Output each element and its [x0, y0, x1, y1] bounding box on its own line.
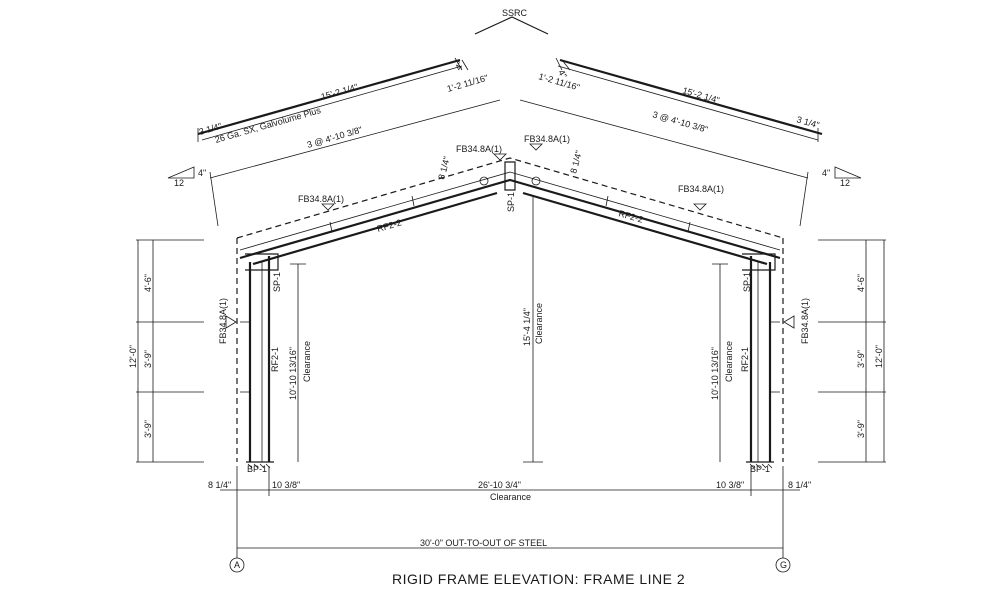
center-clear-label: Clearance: [534, 303, 544, 344]
eave-clear-right-label: Clearance: [724, 341, 734, 382]
flange-brace-column-right: FB34.8A(1): [800, 298, 810, 344]
center-clear-value: 15'-4 1/4": [522, 308, 532, 346]
flange-brace-ridge-right: FB34.8A(1): [524, 134, 570, 144]
sheet-length-right: 15'-2 1/4": [681, 85, 720, 105]
flange-brace-rafter-right: FB34.8A(1): [678, 184, 724, 194]
eave-clearance-left: 10'-10 13/16" Clearance: [288, 263, 312, 462]
eave-clear-left-value: 10'-10 13/16": [288, 347, 298, 400]
purlin-spacing-right: 3 @ 4'-10 3/8": [651, 109, 709, 134]
roof-sheeting: SSRC: [197, 8, 823, 142]
column-label-right: RF2-1: [740, 347, 750, 372]
gridline-bubble-right: [775, 557, 791, 573]
girt-mid-left: 3'-9": [143, 350, 153, 368]
slope-rise-left: 4": [198, 168, 206, 178]
rigid-frame: [236, 157, 784, 469]
flange-brace-column-left: FB34.8A(1): [218, 298, 228, 344]
base-label-right: BP-1: [750, 464, 770, 474]
girt-dimensions-left: 12'-0" 4'-6" 3'-9" 3'-9": [128, 239, 204, 463]
purlin-spacing-left: 3 @ 4'-10 3/8": [306, 125, 364, 150]
clear-span-label: Clearance: [490, 492, 531, 502]
ridge-dim-left: 1'-2 11/16": [446, 73, 489, 94]
slope-rise-right: 4": [822, 168, 830, 178]
column-label-left: RF2-1: [270, 347, 280, 372]
gridline-left-label: A: [234, 560, 240, 570]
girt-total-right: 12'-0": [874, 345, 884, 368]
clear-span-value: 26'-10 3/4": [478, 480, 521, 490]
ridge-cap-label: SSRC: [502, 8, 528, 18]
sheet-length-left: 15'-2 1/4": [320, 82, 359, 102]
eave-clear-right-value: 10'-10 13/16": [710, 347, 720, 400]
eave-clearance-right: 10'-10 13/16" Clearance: [710, 263, 734, 462]
flange-brace-ridge-left: FB34.8A(1): [456, 144, 502, 154]
girt-top-right: 4'-6": [856, 274, 866, 292]
center-clearance: 15'-4 1/4" Clearance: [522, 196, 544, 463]
depth-right: 8 1/4": [568, 150, 584, 175]
girt-bot-right: 3'-9": [856, 420, 866, 438]
gridline-right-label: G: [780, 560, 787, 570]
overall-dimension: 30'-0" OUT-TO-OUT OF STEEL: [420, 538, 547, 548]
girt-total-left: 12'-0": [128, 345, 138, 368]
depth-left: 8 1/4": [436, 156, 452, 181]
base-label-left: BP-1: [247, 464, 267, 474]
column-depth-left: 10 3/8": [272, 480, 300, 490]
eave-clear-left-label: Clearance: [302, 341, 312, 382]
slope-indicator-left: 4" 12: [167, 166, 206, 188]
flange-brace-rafter-left: FB34.8A(1): [298, 194, 344, 204]
grid-bubbles: A G: [229, 557, 791, 573]
slope-indicator-right: 4" 12: [822, 166, 862, 188]
bottom-dimensions: 8 1/4" 10 3/8" 26'-10 3/4" Clearance 10 …: [208, 466, 811, 558]
splice-label-right: SP-1: [742, 272, 752, 292]
base-offset-right: 8 1/4": [788, 480, 811, 490]
girt-dimensions-right: 4'-6" 3'-9" 3'-9" 12'-0": [818, 239, 886, 463]
slope-run-left: 12: [174, 178, 184, 188]
slope-run-right: 12: [840, 178, 850, 188]
base-offset-left: 8 1/4": [208, 480, 231, 490]
girt-top-left: 4'-6": [143, 274, 153, 292]
splice-label-ridge: SP-1: [506, 192, 516, 212]
drawing-title: RIGID FRAME ELEVATION: FRAME LINE 2: [392, 571, 685, 587]
splice-label-left: SP-1: [272, 272, 282, 292]
girt-bot-left: 3'-9": [143, 420, 153, 438]
girt-mid-right: 3'-9": [856, 350, 866, 368]
column-depth-right: 10 3/8": [716, 480, 744, 490]
rafter-label-left: RF2-2: [376, 217, 403, 234]
gridline-bubble-left: [229, 557, 245, 573]
